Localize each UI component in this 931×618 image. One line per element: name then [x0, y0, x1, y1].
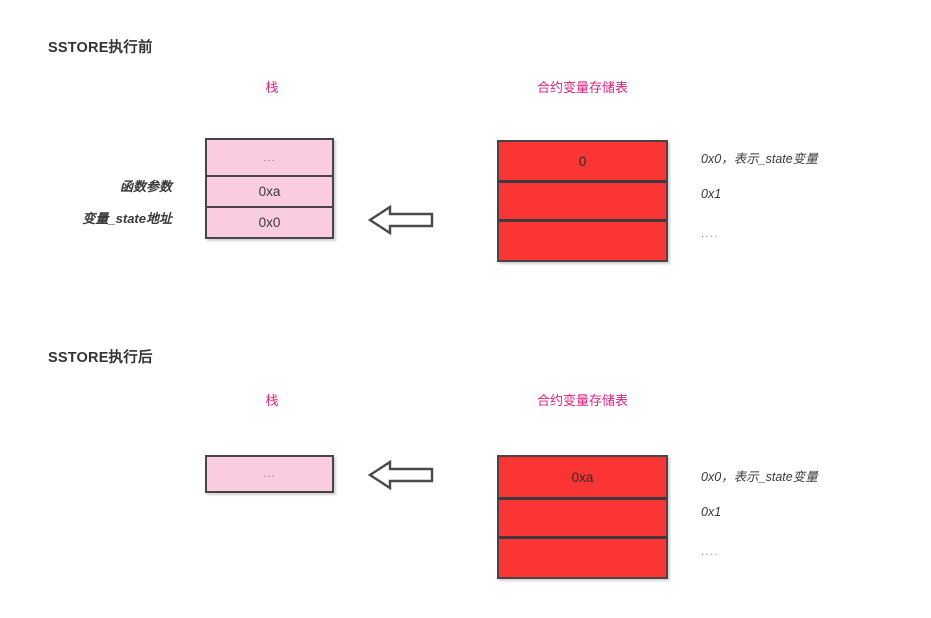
- stack-label-state-address: 变量_state地址: [82, 211, 172, 226]
- section-title-after: SSTORE执行后: [48, 350, 153, 366]
- storage-caption-before: 合约变量存储表: [536, 80, 628, 95]
- stack-caption-before: 栈: [265, 80, 279, 95]
- storage-table-after: 0xa: [497, 455, 668, 579]
- storage-cell: 0xa: [499, 457, 666, 497]
- storage-caption-after: 合约变量存储表: [536, 393, 628, 408]
- left-arrow-icon: [367, 203, 434, 237]
- storage-note-more: ....: [701, 546, 720, 558]
- storage-cell: [499, 536, 666, 577]
- storage-note-slot1: 0x1: [701, 505, 722, 519]
- section-title-before: SSTORE执行前: [48, 40, 153, 56]
- stack-cell: ...: [207, 457, 332, 491]
- storage-note-more: ....: [701, 228, 720, 240]
- storage-cell: [499, 497, 666, 536]
- left-arrow-icon: [367, 458, 434, 492]
- storage-cell: 0: [499, 142, 666, 180]
- stack-cell: 0xa: [207, 175, 332, 206]
- storage-note-slot1: 0x1: [701, 187, 722, 201]
- stack-box-before: ... 0xa 0x0: [205, 138, 334, 239]
- storage-note-slot0: 0x0，表示_state变量: [701, 470, 818, 484]
- stack-caption-after: 栈: [265, 393, 279, 408]
- storage-table-before: 0: [497, 140, 668, 262]
- stack-cell: ...: [207, 140, 332, 175]
- stack-cell: 0x0: [207, 206, 332, 237]
- storage-cell: [499, 180, 666, 219]
- storage-note-slot0: 0x0，表示_state变量: [701, 152, 818, 166]
- stack-label-function-params: 函数参数: [119, 179, 172, 194]
- stack-box-after: ...: [205, 455, 334, 493]
- storage-cell: [499, 219, 666, 260]
